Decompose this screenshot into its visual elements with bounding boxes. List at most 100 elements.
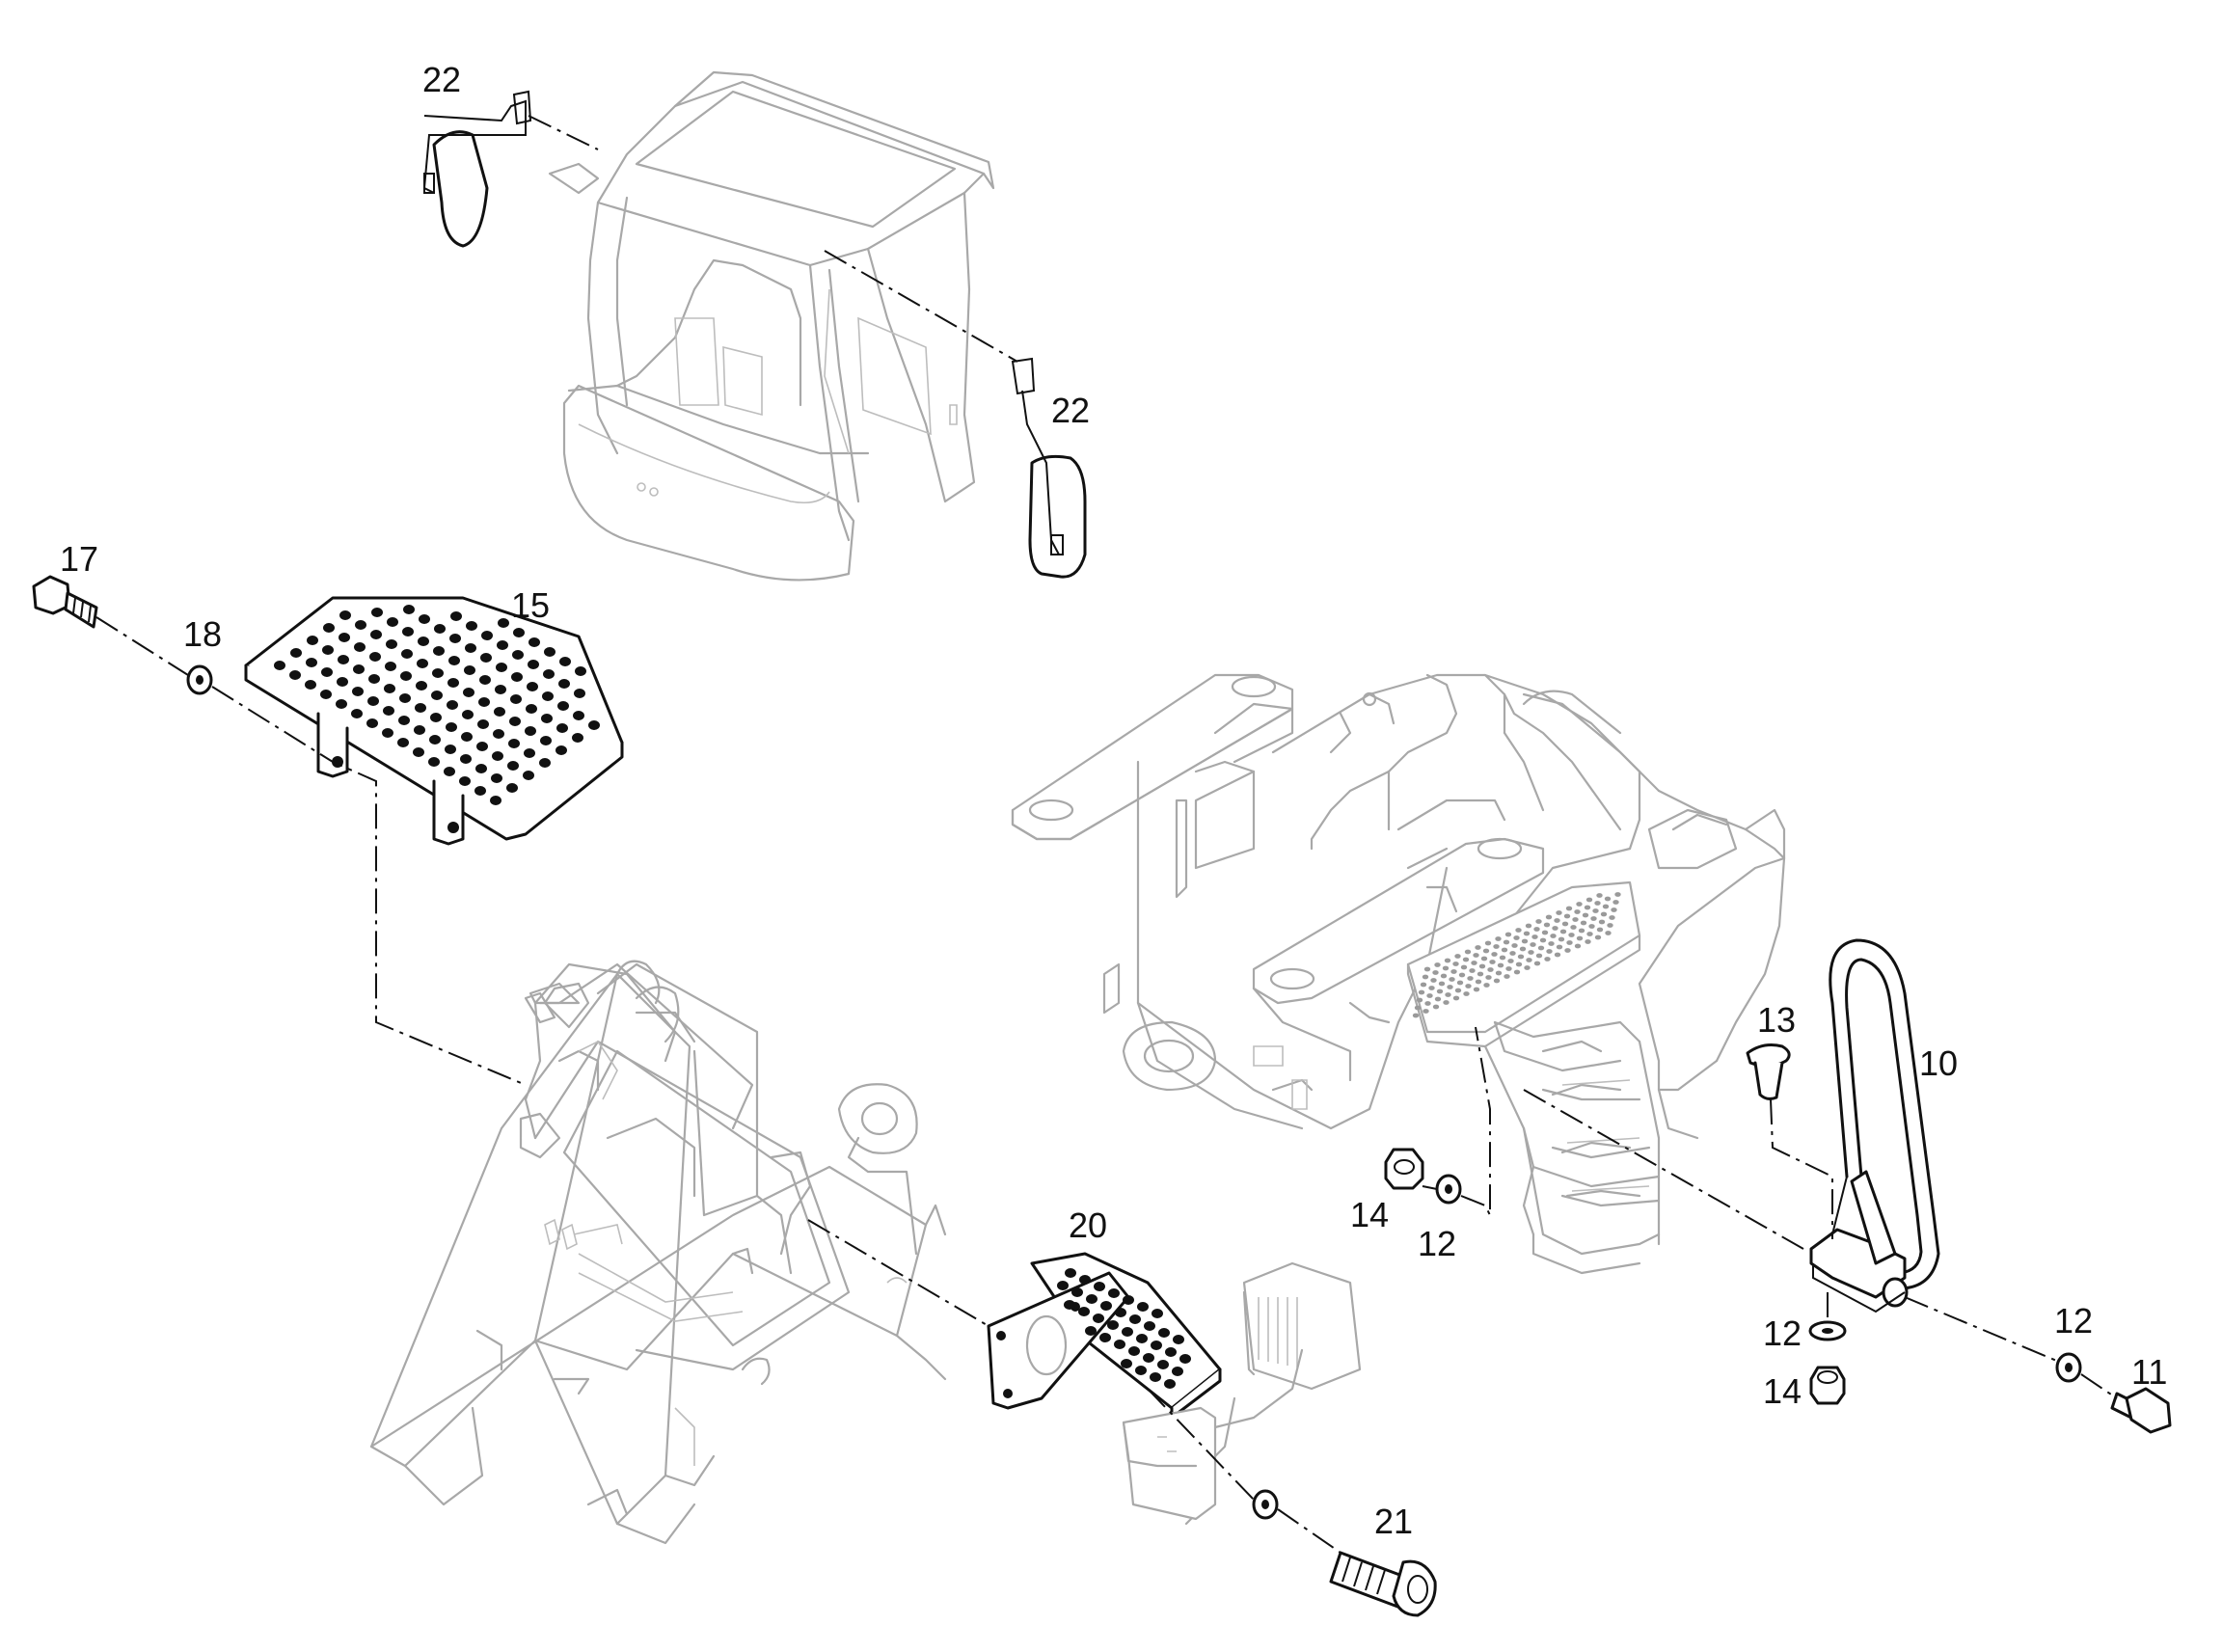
tread-hole [1576,935,1584,941]
perforation-hole [352,687,364,696]
perforation-hole [305,680,316,690]
tread-hole [1605,931,1612,935]
callout-20: 20 [1069,1205,1107,1245]
tread-hole [1485,975,1492,980]
callout-15: 15 [511,585,550,625]
callout-14-rail: 14 [1763,1371,1802,1411]
perforation-hole [1158,1328,1170,1338]
tread-hole [1428,986,1435,990]
tread-hole [1523,931,1531,936]
callout-12-left: 12 [1418,1224,1456,1263]
tread-hole [1432,1004,1440,1010]
perforation-hole [461,732,473,742]
tread-hole [1414,1005,1422,1011]
perforation-hole [528,637,540,647]
perforation-hole [339,610,351,620]
tread-hole [1456,980,1464,986]
perforation-hole [523,771,534,780]
perforation-hole [289,670,301,680]
perforation-hole [464,665,475,675]
tread-hole [1574,909,1581,914]
perforation-hole [506,783,518,793]
tread-hole [1546,949,1553,954]
tread-hole [1585,897,1593,903]
perforation-hole [496,663,507,672]
perforation-hole [417,659,428,668]
tread-hole [1493,978,1501,984]
tread-hole [1566,940,1573,945]
callout-18: 18 [183,614,222,654]
tread-hole [1467,976,1474,981]
perforation-hole [419,614,430,624]
perforation-hole [371,608,383,617]
tread-hole [1484,940,1492,946]
tread-hole [1438,981,1446,987]
washer-12-rail [1808,1320,1847,1341]
tread-hole [1596,893,1603,898]
perforation-hole [1157,1360,1169,1369]
perforation-hole [338,655,349,664]
perforation-hole [509,717,521,726]
tread-hole [1594,934,1602,940]
tread-hole [1497,962,1504,968]
tread-hole [1507,959,1514,963]
upper-frame-tread [1412,892,1621,1018]
perforation-hole [1100,1301,1112,1311]
tread-hole [1561,921,1569,927]
perforation-hole [1099,1333,1111,1342]
tread-hole [1525,923,1532,929]
perforation-hole [449,634,461,643]
tread-hole [1563,913,1571,919]
perforation-hole [403,605,415,614]
perforation-hole [543,669,555,679]
tread-hole [1473,953,1479,958]
perforation-hole [558,679,570,689]
step-20-perforations [1057,1268,1191,1389]
perforation-hole [1094,1282,1105,1291]
tread-hole [1614,892,1621,897]
perforation-hole [323,623,335,633]
loader-frame [369,960,947,1545]
tread-hole [1412,1013,1420,1018]
perforation-hole [1165,1347,1177,1357]
perforation-hole [429,735,441,745]
perforation-hole [366,718,378,728]
tread-hole [1511,943,1518,948]
tread-hole [1442,965,1450,971]
tread-hole [1434,962,1441,967]
tread-hole [1584,905,1591,910]
tread-hole [1483,983,1490,988]
tread-hole [1493,944,1500,949]
perforation-hole [526,704,537,714]
tread-hole [1495,970,1503,976]
perforation-hole [466,621,477,631]
washer-21 [1252,1489,1279,1520]
mirror-right [1011,357,1087,579]
perforation-hole [306,658,317,667]
tread-hole [1440,973,1448,979]
tread-hole [1454,954,1461,959]
perforation-hole [492,751,503,761]
perforation-hole [556,745,567,755]
tread-hole [1526,958,1532,962]
perforation-hole [367,696,379,706]
perforation-hole [444,767,455,776]
perforation-hole [339,633,350,642]
tread-hole [1558,936,1565,942]
perforation-hole [414,725,425,735]
tread-hole [1480,956,1488,961]
tread-hole [1473,987,1480,992]
tread-hole [1604,896,1612,902]
perforation-hole [475,764,487,773]
perforation-hole [387,617,398,627]
perforation-hole [368,674,380,684]
tread-hole [1475,945,1481,950]
tread-hole [1434,996,1442,1002]
tread-hole [1424,1001,1431,1006]
perforation-hole [1071,1287,1083,1297]
perforation-hole [459,776,471,786]
tread-hole [1607,923,1613,928]
tread-hole [1436,988,1444,994]
bolt-21 [1329,1551,1437,1617]
perforation-hole [512,650,524,660]
